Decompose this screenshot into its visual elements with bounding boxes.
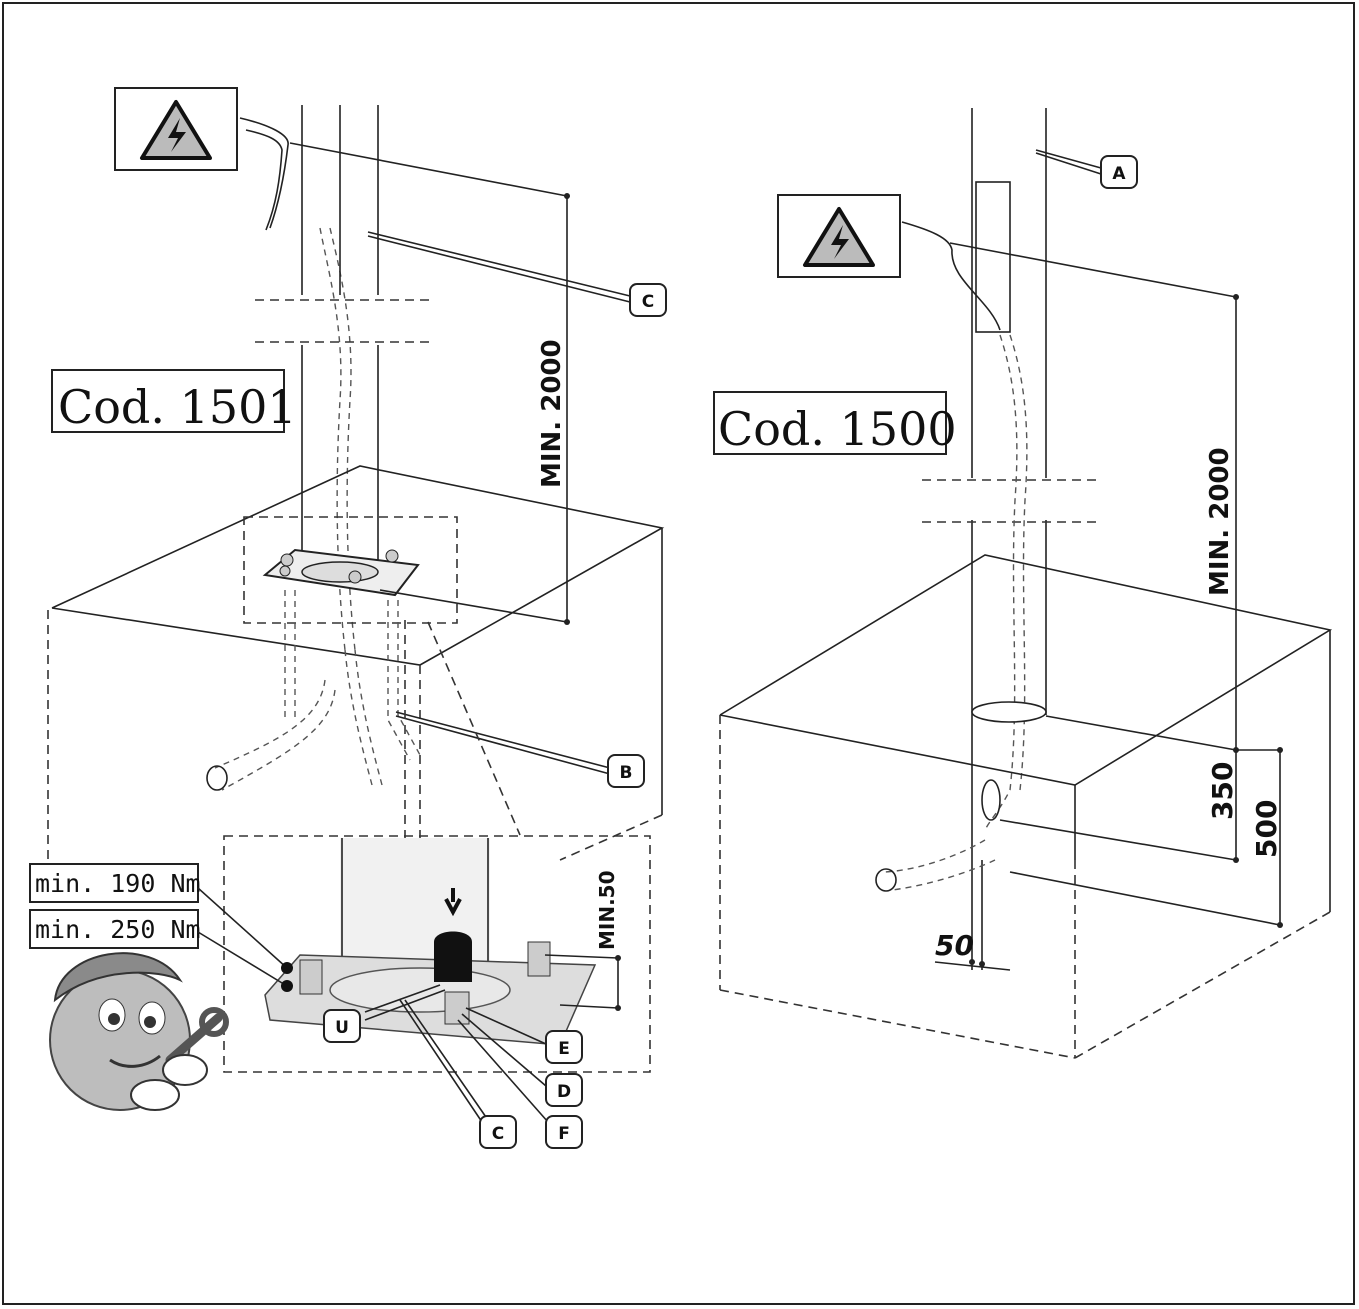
callout-c-top [629, 283, 667, 317]
right-figure: MIN. 2000 350 500 50 Cod. 1500 A [713, 108, 1333, 1059]
callout-c-bottom [479, 1115, 517, 1149]
mechanic-mascot-icon [49, 952, 229, 1111]
left-code-label: Cod. 1501 [58, 380, 297, 434]
callout-e [545, 1030, 583, 1064]
dimension-50: 50 [935, 929, 974, 962]
callout-b [607, 754, 645, 788]
callout-a [1100, 155, 1138, 189]
svg-text:E: E [558, 1039, 570, 1059]
right-height-dimension: MIN. 2000 [1205, 447, 1235, 596]
left-height-dimension: MIN. 2000 [537, 339, 567, 488]
torque-label-190: min. 190 Nm [35, 869, 201, 898]
right-code-label: Cod. 1500 [718, 402, 957, 456]
callout-u [323, 1009, 361, 1043]
callout-d [545, 1073, 583, 1107]
arrow-down-icon [444, 888, 462, 917]
svg-text:B: B [620, 763, 633, 783]
bolt-cap-u [434, 931, 472, 982]
callout-f [545, 1115, 583, 1149]
svg-text:C: C [642, 292, 654, 312]
torque-label-250: min. 250 Nm [35, 915, 201, 944]
svg-text:F: F [558, 1124, 570, 1144]
high-voltage-warning-icon-right [777, 194, 901, 278]
svg-text:U: U [335, 1018, 349, 1038]
svg-text:A: A [1112, 164, 1126, 184]
svg-text:D: D [557, 1082, 571, 1102]
svg-text:C: C [492, 1124, 504, 1144]
dimension-500: 500 [1250, 800, 1283, 858]
dimension-350: 350 [1206, 762, 1239, 820]
detail-min-50-dimension: MIN.50 [595, 870, 619, 950]
high-voltage-warning-icon [114, 87, 238, 171]
left-figure: MIN. 2000 Cod. 1501 C B MIN.5 [29, 87, 667, 1149]
